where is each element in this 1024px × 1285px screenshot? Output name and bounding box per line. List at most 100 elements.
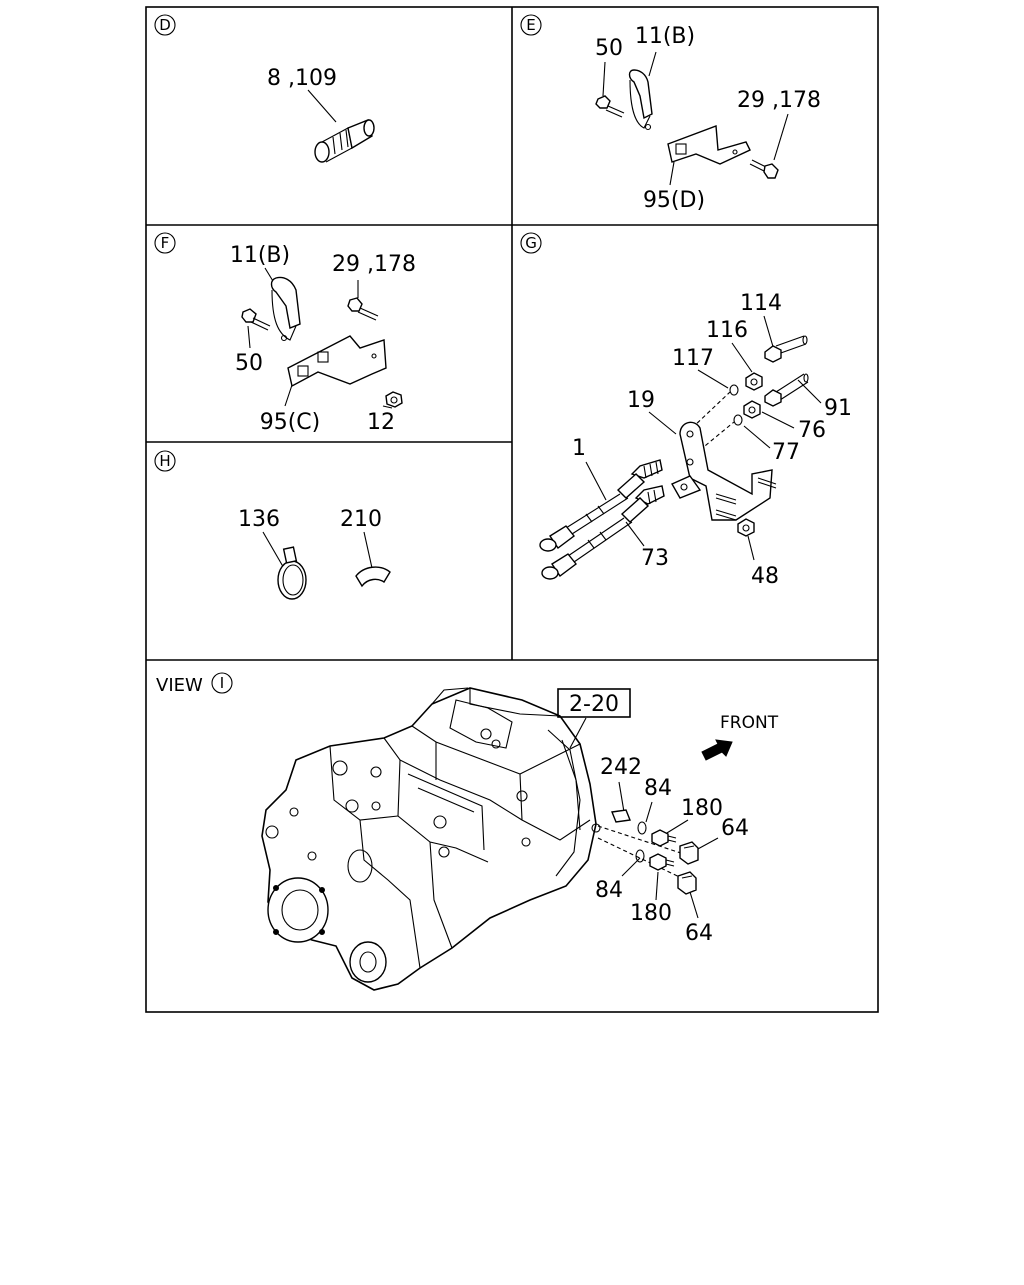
part-label: 73 — [641, 546, 669, 571]
pipe — [764, 335, 808, 363]
hose — [539, 459, 663, 552]
nut — [743, 400, 761, 419]
panel-id: G — [525, 234, 537, 252]
leader-line — [625, 521, 645, 547]
stud — [715, 493, 737, 505]
reference-number: 2-20 — [569, 692, 619, 717]
part-label: 76 — [798, 418, 826, 443]
plug — [611, 809, 631, 823]
transmission-housing — [261, 687, 601, 991]
part-label: 64 — [685, 921, 713, 946]
alignment-line — [691, 391, 735, 451]
hose — [541, 485, 665, 580]
part-label: 136 — [238, 507, 280, 532]
leader-line — [743, 425, 771, 449]
part-label: 19 — [627, 388, 655, 413]
part-label: 91 — [824, 396, 852, 421]
part-label: 50 — [595, 36, 623, 61]
leader-line — [697, 369, 729, 389]
cable-clamp — [277, 546, 307, 600]
panel-id-circle: F — [154, 232, 176, 254]
leader-line — [695, 837, 719, 851]
part-label: 117 — [672, 346, 714, 371]
part-label: 48 — [751, 564, 779, 589]
leader-line — [669, 161, 675, 186]
stud — [715, 509, 737, 521]
panel-id-circle: G — [520, 232, 542, 254]
panel-id: I — [220, 674, 224, 692]
leader-line — [262, 531, 286, 571]
part-label: 84 — [644, 776, 672, 801]
part-label: 11(B) — [635, 24, 695, 49]
part-label: 84 — [595, 878, 623, 903]
panel-d: D 8 ,109 — [154, 14, 375, 163]
breather-fitting — [314, 119, 375, 163]
panel-i: VIEW I 2-20 FRONT — [156, 672, 779, 991]
leader-line — [747, 535, 755, 561]
washer — [729, 384, 739, 396]
union-fitting — [649, 853, 675, 871]
panel-id-circle: H — [154, 450, 176, 472]
stud — [757, 477, 777, 489]
panel-id: F — [161, 234, 170, 252]
nut — [745, 372, 763, 391]
bolt — [595, 95, 625, 118]
panel-id: H — [159, 452, 170, 470]
panel-f: F 11(B) 29 ,178 50 95(C) 12 — [154, 232, 416, 435]
panel-id-circle: D — [154, 14, 176, 36]
bracket — [287, 335, 387, 388]
front-arrow-icon — [701, 739, 733, 761]
bolt — [241, 308, 271, 331]
nut — [737, 518, 755, 537]
leader-line — [689, 891, 699, 919]
leader-line — [797, 379, 822, 404]
leader-line — [382, 405, 393, 409]
panel-h: H 136 210 — [154, 450, 391, 600]
part-label: 77 — [772, 440, 800, 465]
union-fitting — [651, 829, 677, 847]
pipe — [764, 373, 809, 407]
leader-line — [761, 411, 795, 429]
leader-line — [569, 717, 587, 749]
washer — [635, 849, 645, 863]
leader-line — [731, 342, 753, 373]
leader-line — [247, 325, 251, 349]
bolt — [749, 159, 779, 179]
part-label: 116 — [706, 318, 748, 343]
part-label: 50 — [235, 351, 263, 376]
alignment-line — [597, 825, 691, 883]
part-label: 29 ,178 — [332, 252, 416, 277]
leader-line — [618, 781, 625, 813]
front-label: FRONT — [720, 713, 779, 733]
reference-box — [557, 688, 631, 718]
view-label: VIEW — [156, 675, 203, 696]
part-label: 29 ,178 — [737, 88, 821, 113]
elbow-fitting — [677, 871, 697, 895]
panel-id: E — [526, 16, 535, 34]
leader-line — [284, 384, 293, 407]
leader-line — [307, 89, 337, 123]
part-label: 12 — [367, 410, 395, 435]
leader-line — [645, 801, 653, 823]
washer — [637, 821, 647, 835]
part-label: 95(D) — [643, 188, 705, 213]
part-label: 64 — [721, 816, 749, 841]
leader-line — [648, 51, 657, 77]
part-label: 95(C) — [260, 410, 321, 435]
leader-line — [648, 411, 677, 435]
part-label: 180 — [630, 901, 672, 926]
leader-line — [602, 61, 606, 97]
leader-line — [763, 315, 775, 351]
part-label: 242 — [600, 755, 642, 780]
part-label: 180 — [681, 796, 723, 821]
pipe-clip — [270, 276, 301, 342]
panel-e: E 50 11(B) 29 ,178 95(D) — [520, 14, 821, 213]
part-label: 11(B) — [230, 243, 290, 268]
leader-line — [585, 461, 607, 501]
part-label: 210 — [340, 507, 382, 532]
panel-grid — [145, 6, 879, 1013]
part-label: 8 ,109 — [267, 66, 337, 91]
bracket — [671, 421, 773, 521]
